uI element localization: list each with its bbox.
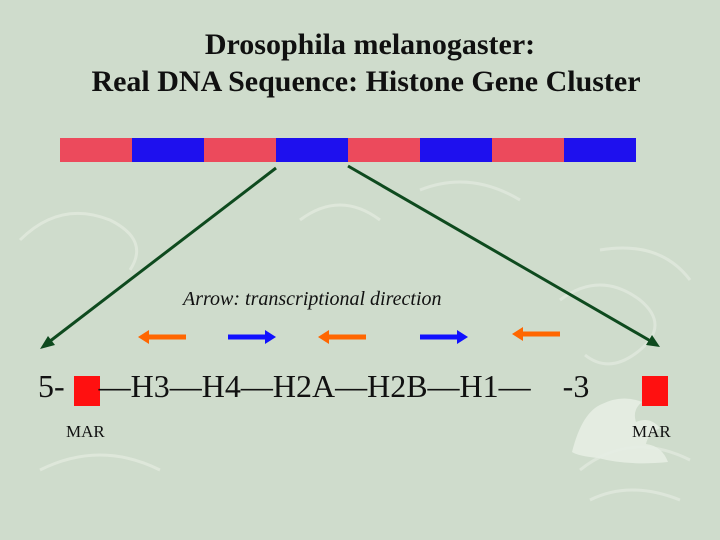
arrow-h2b-right xyxy=(420,330,468,344)
zoom-line-left xyxy=(44,166,277,347)
arrow-h1-left xyxy=(512,327,560,341)
mar-box-right xyxy=(642,376,668,406)
zoom-lines xyxy=(40,164,660,349)
sequence-three-prime: -3 xyxy=(562,368,590,404)
repeat-segment-blue xyxy=(132,138,204,162)
repeat-segment-blue xyxy=(564,138,636,162)
repeat-segment-red xyxy=(204,138,276,162)
repeat-segment-blue xyxy=(276,138,348,162)
title-line-2: Real DNA Sequence: Histone Gene Cluster xyxy=(91,65,641,98)
arrow-h3-left xyxy=(138,330,186,344)
arrow-h4-right xyxy=(228,330,276,344)
sequence-genes: —H3—H4—H2A—H2B—H1— xyxy=(98,368,531,404)
zoom-arrowhead-left xyxy=(40,336,55,349)
sequence-five-prime: 5- xyxy=(38,368,65,404)
gene-sequence: 5- —H3—H4—H2A—H2B—H1— -3 xyxy=(38,368,718,405)
repeat-segment-red xyxy=(60,138,132,162)
slide-title: Drosophila melanogaster: Real DNA Sequen… xyxy=(0,26,720,100)
repeat-segment-red xyxy=(492,138,564,162)
dragon-watermark xyxy=(572,398,668,464)
zoom-line-right xyxy=(347,164,655,345)
mar-box-left xyxy=(74,376,100,406)
repeat-segment-blue xyxy=(420,138,492,162)
repeat-bar xyxy=(60,138,636,162)
arrow-h2a-left xyxy=(318,330,366,344)
transcription-arrows xyxy=(138,327,560,344)
mar-label-right: MAR xyxy=(632,422,671,441)
arrow-legend-note: Arrow: transcriptional direction xyxy=(183,288,442,310)
zoom-arrowhead-right xyxy=(646,335,660,347)
title-line-1: Drosophila melanogaster: xyxy=(204,28,536,61)
repeat-segment-red xyxy=(348,138,420,162)
mar-label-left: MAR xyxy=(66,422,105,441)
